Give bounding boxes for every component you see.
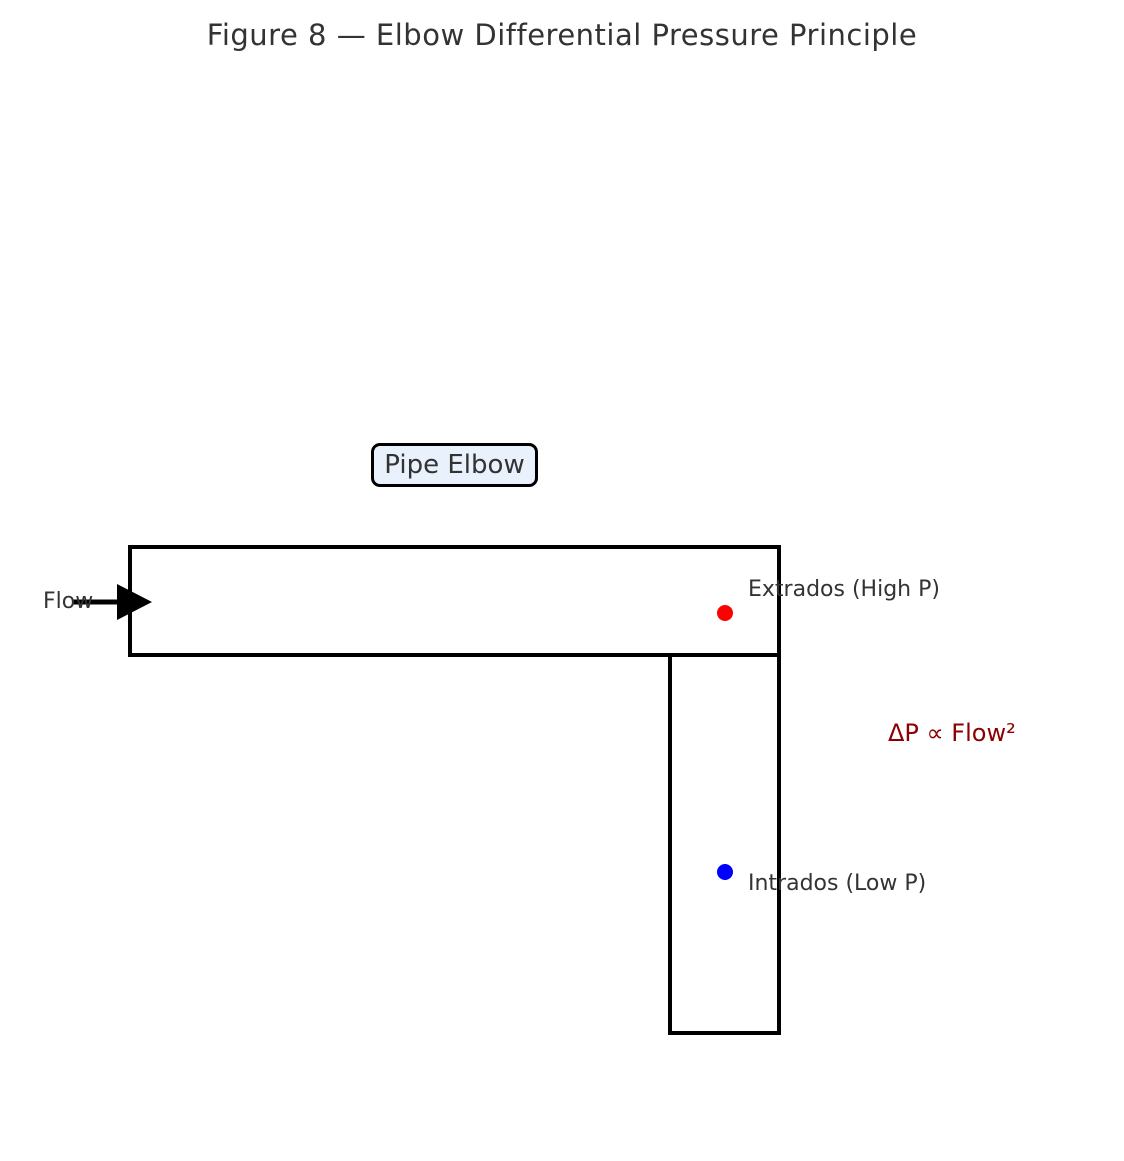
pipe-elbow-callout: Pipe Elbow [371, 443, 538, 487]
extrados-label: Extrados (High P) [748, 577, 940, 602]
intrados-label: Intrados (Low P) [748, 871, 927, 896]
figure-title: Figure 8 — Elbow Differential Pressure P… [206, 18, 918, 52]
vertical-pipe [668, 653, 781, 1035]
flow-arrow-head-icon [117, 584, 152, 620]
flow-label: Flow [43, 589, 94, 614]
pipe-elbow-callout-label: Pipe Elbow [384, 450, 525, 480]
dp-relation-label: ΔP ∝ Flow² [888, 719, 1016, 747]
horizontal-pipe [128, 545, 781, 657]
intrados-dot [717, 864, 733, 880]
extrados-dot [717, 605, 733, 621]
